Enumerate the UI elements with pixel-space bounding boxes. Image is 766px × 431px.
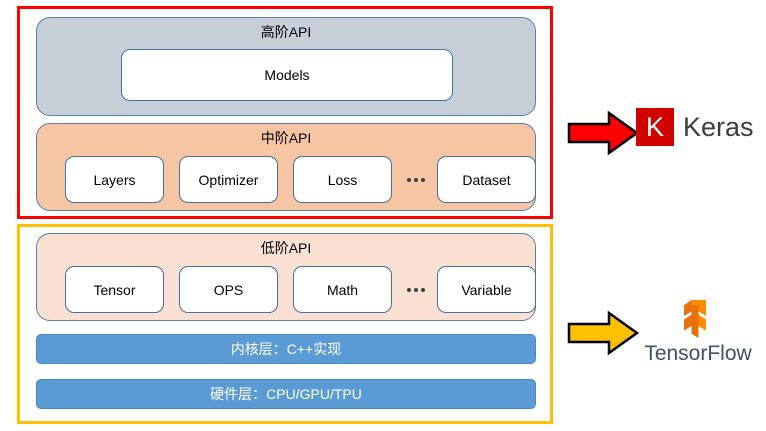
cell-math[interactable]: Math [293, 266, 392, 313]
cell-dataset[interactable]: Dataset [437, 156, 536, 203]
low-api-layer: 低阶API Tensor OPS Math Variable [36, 233, 536, 321]
mid-api-title: 中阶API [260, 130, 312, 146]
keras-brand: K Keras [636, 104, 754, 150]
kernel-layer-bar[interactable]: 内核层：C++实现 [36, 334, 536, 364]
hardware-layer-bar[interactable]: 硬件层：CPU/GPU/TPU [36, 379, 536, 409]
cell-ops[interactable]: OPS [179, 266, 278, 313]
high-api-layer: 高阶API Models [36, 17, 536, 116]
cell-layers[interactable]: Layers [65, 156, 164, 203]
cell-variable[interactable]: Variable [437, 266, 536, 313]
arrow-to-tensorflow-icon [567, 310, 640, 356]
tensorflow-wordmark: TensorFlow [644, 342, 752, 365]
cell-models[interactable]: Models [121, 49, 453, 101]
ellipsis-icon-low [400, 278, 432, 302]
tensorflow-group-frame: 低阶API Tensor OPS Math Variable 内核层：C++实现… [17, 224, 553, 424]
keras-group-frame: 高阶API Models 中阶API Layers Optimizer Loss… [17, 6, 553, 219]
mid-api-layer: 中阶API Layers Optimizer Loss Dataset [36, 123, 536, 211]
ellipsis-icon-mid [400, 168, 432, 192]
cell-loss[interactable]: Loss [293, 156, 392, 203]
cell-optimizer[interactable]: Optimizer [179, 156, 278, 203]
tensorflow-brand: TensorFlow [634, 298, 762, 366]
tensorflow-logo-icon [684, 300, 706, 338]
low-api-title: 低阶API [260, 240, 312, 256]
arrow-to-keras-icon [567, 110, 640, 156]
keras-wordmark: Keras [683, 111, 754, 142]
high-api-title: 高阶API [260, 24, 312, 40]
keras-logo-icon: K [636, 108, 674, 146]
cell-tensor[interactable]: Tensor [65, 266, 164, 313]
